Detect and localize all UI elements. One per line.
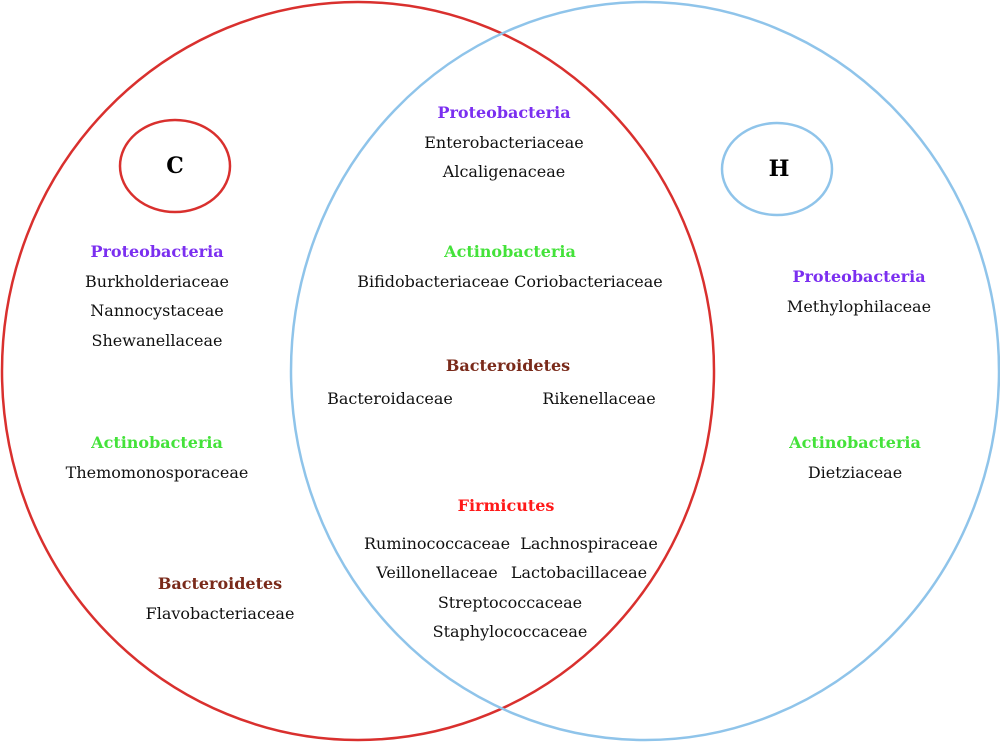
shared-family-staphylococcaceae: Staphylococcaceae xyxy=(432,622,588,641)
h-only-family-methylophilaceae: Methylophilaceae xyxy=(786,297,932,316)
shared-family-bifido-corio: Bifidobacteriaceae Coriobacteriaceae xyxy=(357,272,663,291)
h-label-ring xyxy=(720,121,834,217)
shared-proteobacteria-label: Proteobacteria xyxy=(437,103,571,122)
shared-family-rikenellaceae: Rikenellaceae xyxy=(542,389,656,408)
shared-bacteroidetes-label: Bacteroidetes xyxy=(445,356,571,375)
shared-firmicutes-label: Firmicutes xyxy=(457,496,555,515)
h-only-family-dietziaceae: Dietziaceae xyxy=(807,463,903,482)
h-set-label: H xyxy=(768,156,790,182)
h-only-proteobacteria-label: Proteobacteria xyxy=(792,267,926,286)
shared-family-streptococcaceae: Streptococcaceae xyxy=(437,593,583,612)
c-only-family-burkholderiaceae: Burkholderiaceae xyxy=(85,272,229,291)
shared-family-veillonellaceae: Veillonellaceae xyxy=(376,563,498,582)
c-only-bacteroidetes-label: Bacteroidetes xyxy=(157,574,283,593)
c-label-ring xyxy=(118,118,232,214)
h-set-circle xyxy=(289,0,1000,742)
shared-family-ruminococcaceae: Ruminococcaceae xyxy=(363,534,511,553)
h-only-actinobacteria-label: Actinobacteria xyxy=(789,433,921,452)
c-only-proteobacteria-label: Proteobacteria xyxy=(90,242,224,261)
c-set-circle xyxy=(0,0,716,742)
shared-family-enterobacteriaceae: Enterobacteriaceae xyxy=(424,133,584,152)
shared-actinobacteria-label: Actinobacteria xyxy=(444,242,576,261)
c-set-label: C xyxy=(166,153,184,179)
shared-family-bacteroidaceae: Bacteroidaceae xyxy=(327,389,453,408)
shared-family-lachnospiraceae: Lachnospiraceae xyxy=(520,534,658,553)
c-only-family-nannocystaceae: Nannocystaceae xyxy=(90,301,224,320)
shared-family-lactobacillaceae: Lactobacillaceae xyxy=(510,563,648,582)
c-only-family-flavobacteriaceae: Flavobacteriaceae xyxy=(145,604,295,623)
c-only-actinobacteria-label: Actinobacteria xyxy=(91,433,223,452)
c-only-family-themomonosporaceae: Themomonosporaceae xyxy=(65,463,249,482)
c-only-family-shewanellaceae: Shewanellaceae xyxy=(91,331,223,350)
shared-family-alcaligenaceae: Alcaligenaceae xyxy=(442,162,566,181)
